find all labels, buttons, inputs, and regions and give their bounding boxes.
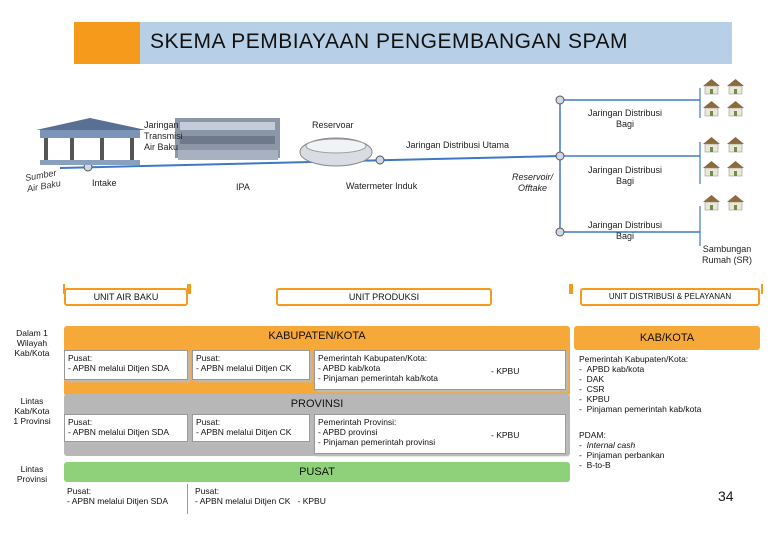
page-number: 34 (718, 488, 734, 504)
watermeter-valve (375, 155, 385, 165)
ipa-plant-icon (175, 118, 280, 160)
band-kabupaten-title: KABUPATEN/KOTA (268, 330, 366, 342)
offtake-label: Reservoir/Offtake (512, 172, 554, 193)
right-pemda-item: - KPBU (579, 394, 610, 404)
cell-pusat-produksi: Pusat: - APBN melalui Ditjen CK - KPBU (195, 486, 326, 506)
offtake-valve-bottom (555, 227, 565, 237)
houses-group (702, 78, 745, 211)
right-pemda-item: - APBD kab/kota (579, 364, 645, 374)
band-pusat: PUSAT (64, 462, 570, 482)
pipeline-diagram (36, 88, 701, 246)
house-icon (702, 194, 721, 211)
right-pdam-title: PDAM: (579, 430, 606, 440)
unit-distribusi: UNIT DISTRIBUSI & PELAYANAN (580, 288, 760, 306)
house-icon (726, 78, 745, 95)
right-pemda-item: - Pinjaman pemerintah kab/kota (579, 404, 702, 414)
house-icon (726, 100, 745, 117)
cell-prov-produksi: Pusat:- APBN melalui Ditjen CK (192, 414, 310, 442)
house-icon (726, 160, 745, 177)
unit-produksi: UNIT PRODUKSI (276, 288, 492, 306)
title-bar (140, 22, 732, 64)
right-pemda-item: - DAK (579, 374, 605, 384)
right-pemda-panel: Pemerintah Kabupaten/Kota: - APBD kab/ko… (576, 352, 760, 416)
reservoar-label: Reservoar (312, 120, 354, 130)
offtake-valve-top (555, 95, 565, 105)
intake-building-icon (36, 118, 146, 165)
cell-pusat-airbaku: Pusat:- APBN melalui Ditjen SDA (64, 484, 188, 514)
unit-air-baku: UNIT AIR BAKU (64, 288, 188, 306)
band-kabkota-right: KAB/KOTA (574, 326, 760, 350)
right-pdam-item: - Pinjaman perbankan (579, 450, 665, 460)
house-icon (726, 194, 745, 211)
cell-prov-pemda: Pemerintah Provinsi:- APBD provinsi- Pin… (314, 414, 566, 454)
right-pemda-title: Pemerintah Kabupaten/Kota: (579, 354, 689, 364)
house-icon (702, 78, 721, 95)
cell-kab-kpbu: - KPBU (491, 366, 520, 376)
right-pemda-item: - CSR (579, 384, 605, 394)
unit-brackets (63, 284, 763, 294)
ipa-label: IPA (236, 182, 250, 192)
cell-prov-kpbu: - KPBU (491, 430, 520, 440)
house-icon (726, 136, 745, 153)
house-icon (702, 136, 721, 153)
distribusi-utama-label: Jaringan Distribusi Utama (406, 140, 510, 150)
band-pusat-title: PUSAT (299, 466, 335, 478)
band-provinsi-title: PROVINSI (290, 398, 344, 410)
cell-kab-airbaku: Pusat:- APBN melalui Ditjen SDA (64, 350, 188, 380)
right-pdam-panel: PDAM: - Internal cash - Pinjaman perbank… (576, 428, 760, 472)
cell-kab-pemda: Pemerintah Kabupaten/Kota:- APBD kab/kot… (314, 350, 566, 390)
right-pdam-item: - Internal cash (579, 440, 636, 450)
watermeter-label: Watermeter Induk (346, 181, 418, 191)
cell-kab-produksi: Pusat:- APBN melalui Ditjen CK (192, 350, 310, 380)
reservoir-tank-icon (299, 137, 373, 167)
cell-prov-airbaku: Pusat:- APBN melalui Ditjen SDA (64, 414, 188, 442)
right-pdam-item: - B-to-B (579, 460, 611, 470)
intake-label: Intake (92, 178, 117, 188)
title-accent (74, 22, 140, 64)
offtake-valve-mid (555, 151, 565, 161)
house-icon (702, 160, 721, 177)
house-icon (702, 100, 721, 117)
page-title: SKEMA PEMBIAYAAN PENGEMBANGAN SPAM (150, 30, 628, 53)
